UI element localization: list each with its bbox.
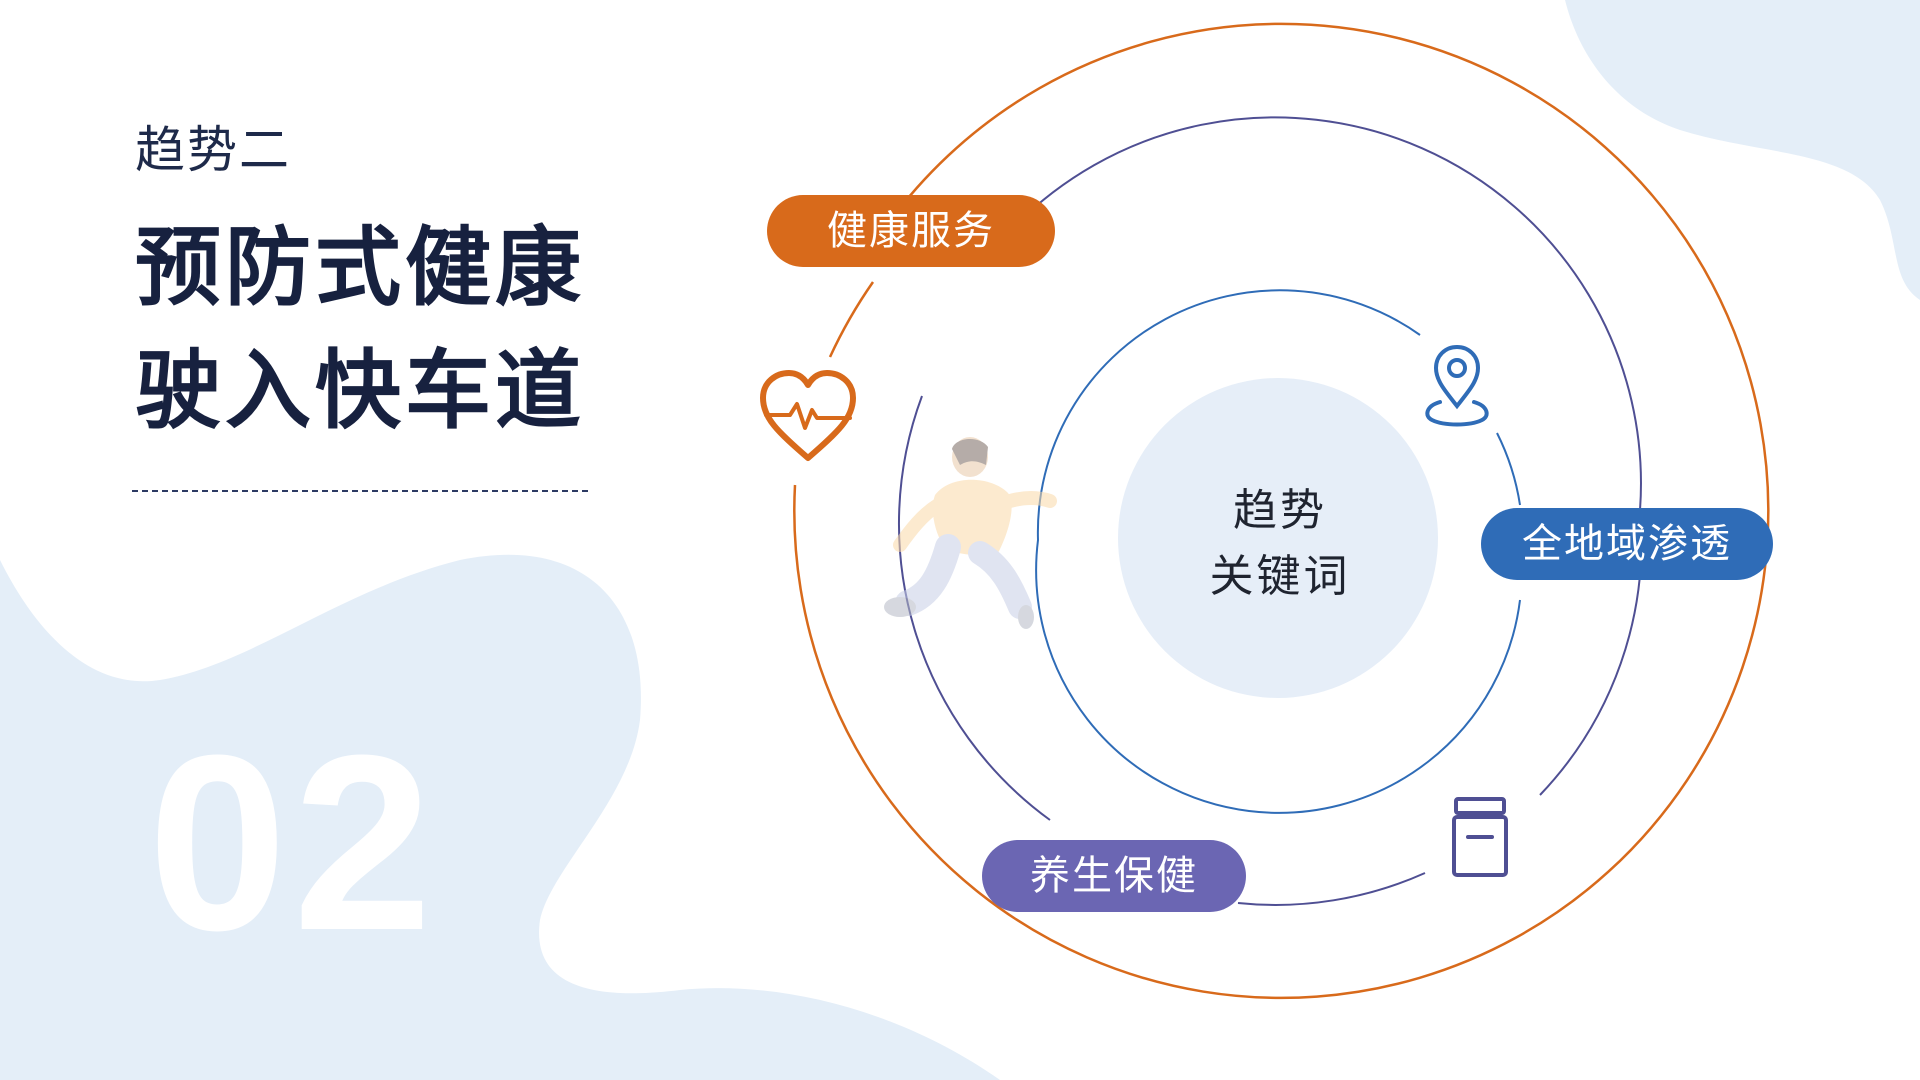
section-subtitle: 趋势二	[135, 121, 291, 179]
keyword-pill-full-region: 全地域渗透	[1481, 508, 1773, 580]
heart-pulse-icon	[760, 370, 856, 461]
title-line-2: 驶入快车道	[135, 341, 585, 441]
keyword-pill-wellness: 养生保健	[982, 840, 1246, 912]
middle-ring-segment	[1237, 872, 1426, 906]
medicine-bottle-icon	[1452, 797, 1508, 877]
keyword-pill-health-service: 健康服务	[767, 195, 1055, 267]
center-line-1: 趋势	[1233, 485, 1327, 536]
section-number: 02	[148, 703, 439, 982]
location-pin-icon	[1425, 344, 1489, 427]
inner-ring	[1035, 289, 1521, 814]
dashed-divider	[132, 490, 588, 492]
middle-ring	[1007, 116, 1643, 796]
center-circle	[1118, 378, 1438, 698]
running-person-illustration	[884, 437, 1057, 629]
background-blob-left	[0, 554, 1000, 1080]
inner-ring-segment	[1496, 432, 1521, 506]
title-line-1: 预防式健康	[135, 218, 585, 318]
center-keyword-text: 趋势 关键词	[1180, 478, 1380, 610]
center-line-2: 关键词	[1209, 551, 1351, 602]
background-blob-top-right	[1565, 0, 1920, 300]
outer-ring	[793, 22, 1770, 1000]
middle-ring-segment-left	[897, 395, 1051, 821]
outer-ring-segment	[828, 281, 875, 358]
